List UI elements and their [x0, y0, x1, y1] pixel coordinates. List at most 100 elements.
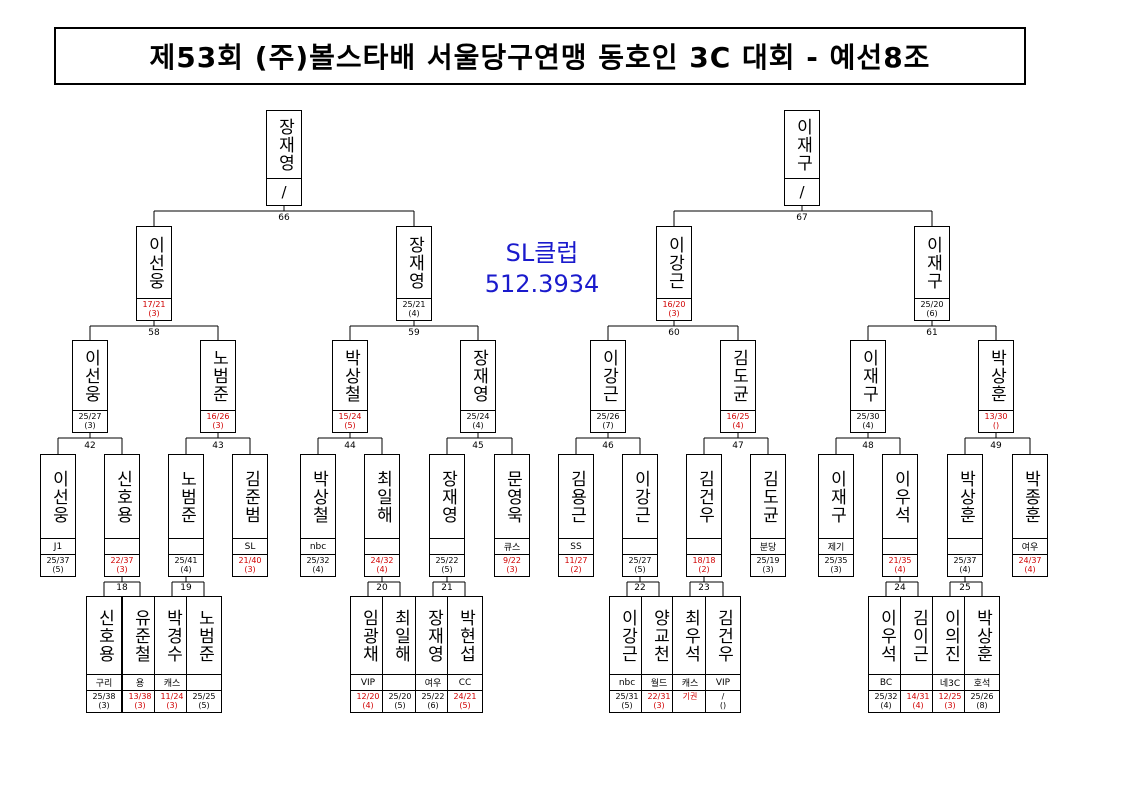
- player-name: 이재구: [922, 235, 943, 290]
- player-club: SL: [233, 538, 267, 554]
- player-name: 이재구: [792, 117, 813, 172]
- score-value: 25/24: [466, 412, 490, 421]
- score-innings: (3): [84, 421, 96, 430]
- player-club: [365, 538, 399, 554]
- player-name: 이우석: [876, 608, 897, 663]
- player-name: 박상철: [340, 348, 361, 403]
- player-name: 박상철: [308, 469, 329, 524]
- player-club: VIP: [351, 674, 385, 690]
- score-innings: (5): [621, 701, 633, 710]
- player-score: 25/26(8): [965, 690, 999, 712]
- player-score: 25/27(5): [623, 554, 657, 576]
- score-value: 기권: [682, 692, 698, 701]
- score-innings: (3): [166, 701, 178, 710]
- player-name: 김건우: [694, 469, 715, 524]
- player-club: [883, 538, 917, 554]
- player-score: 11/27(2): [559, 554, 593, 576]
- player-name: 최일해: [390, 608, 411, 663]
- player-score: 13/30(): [979, 410, 1013, 432]
- score-value: 16/26: [206, 412, 230, 421]
- score-innings: (4): [312, 565, 324, 574]
- player-score: 24/21(5): [448, 690, 482, 712]
- score-innings: (2): [698, 565, 710, 574]
- score-value: 25/27: [628, 556, 652, 565]
- player-score: 21/40(3): [233, 554, 267, 576]
- match-number: 21: [441, 583, 453, 593]
- score-innings: (4): [912, 701, 924, 710]
- player-score: 16/20(3): [657, 298, 691, 320]
- player-name: 노범준: [176, 469, 197, 524]
- score-value: 25/41: [174, 556, 198, 565]
- score-innings: (4): [180, 565, 192, 574]
- score-value: 25/26: [596, 412, 620, 421]
- player-name: 이의진: [940, 608, 961, 663]
- player-score: 25/37(5): [41, 554, 75, 576]
- score-value: 17/21: [142, 300, 166, 309]
- player-box: 이재구/: [784, 110, 820, 206]
- score-value: 25/30: [856, 412, 880, 421]
- player-score: 21/35(4): [883, 554, 917, 576]
- player-club: [901, 674, 935, 690]
- score-innings: (4): [880, 701, 892, 710]
- player-name: 장재영: [274, 117, 295, 172]
- player-club: [187, 674, 221, 690]
- score-innings: (3): [944, 701, 956, 710]
- player-name: 이선웅: [48, 469, 69, 524]
- player-name: 박종훈: [1020, 469, 1041, 524]
- player-score: 25/31(5): [610, 690, 644, 712]
- player-club: 용: [123, 674, 157, 690]
- player-name: 신호용: [112, 469, 133, 524]
- player-name: 장재영: [468, 348, 489, 403]
- player-name: 양교천: [649, 608, 670, 663]
- player-name: 박현섭: [455, 608, 476, 663]
- player-score: 25/25(5): [187, 690, 221, 712]
- player-name: 이재구: [858, 348, 879, 403]
- player-score: 12/20(4): [351, 690, 385, 712]
- match-number: 67: [796, 213, 808, 223]
- sponsor-name: SL클럽: [505, 239, 579, 267]
- player-club: 제기: [819, 538, 853, 554]
- score-value: 12/20: [356, 692, 380, 701]
- player-score: 25/22(6): [416, 690, 450, 712]
- score-innings: (3): [762, 565, 774, 574]
- match-number: 42: [84, 441, 96, 451]
- score-innings: (3): [98, 701, 110, 710]
- player-score: 17/21(3): [137, 298, 171, 320]
- player-name: 김건우: [713, 608, 734, 663]
- player-club: nbc: [301, 538, 335, 554]
- score-value: 13/38: [128, 692, 152, 701]
- score-innings: (7): [602, 421, 614, 430]
- match-number: 59: [408, 328, 420, 338]
- score-value: 25/38: [92, 692, 116, 701]
- winner-mark: /: [267, 178, 301, 205]
- score-value: 22/31: [647, 692, 671, 701]
- score-value: 25/26: [970, 692, 994, 701]
- score-value: 16/20: [662, 300, 686, 309]
- score-innings: (3): [244, 565, 256, 574]
- score-innings: (3): [653, 701, 665, 710]
- player-club: [948, 538, 982, 554]
- score-value: 25/19: [756, 556, 780, 565]
- score-innings: (4): [472, 421, 484, 430]
- player-club: 캐스: [155, 674, 189, 690]
- score-value: /: [721, 692, 725, 701]
- score-value: 25/32: [874, 692, 898, 701]
- score-value: 25/37: [953, 556, 977, 565]
- score-value: 13/30: [984, 412, 1008, 421]
- score-innings: (3): [134, 701, 146, 710]
- score-innings: (4): [376, 565, 388, 574]
- match-number: 24: [894, 583, 906, 593]
